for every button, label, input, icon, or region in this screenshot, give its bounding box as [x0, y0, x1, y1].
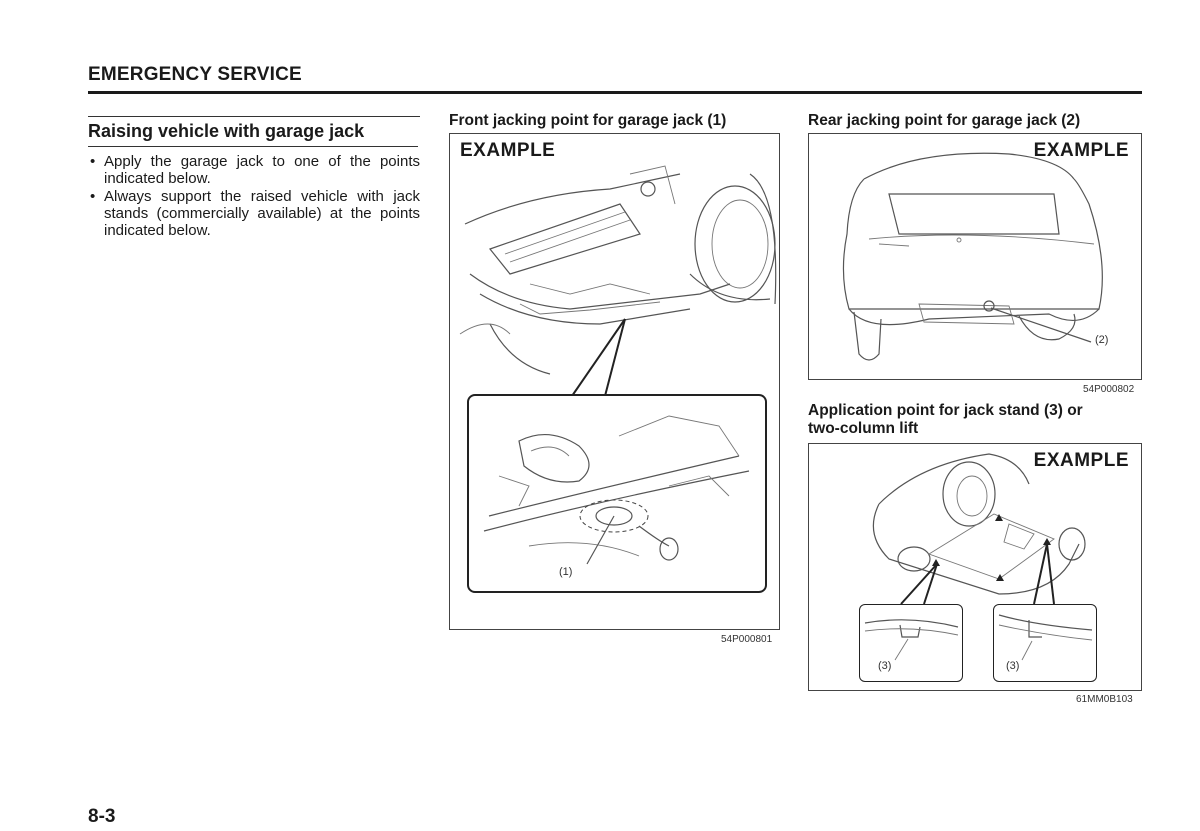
stand-detail-left-illustration [864, 619, 959, 661]
rear-figure: EXAMPLE (2) [808, 133, 1142, 380]
example-label: EXAMPLE [1033, 140, 1129, 161]
example-label: EXAMPLE [1033, 450, 1129, 471]
front-underbody-illustration [459, 165, 777, 397]
header-divider [88, 91, 1142, 94]
rear-figure-title: Rear jacking point for garage jack (2) [808, 112, 1081, 129]
instruction-item: Apply the garage jack to one of the poin… [88, 153, 420, 187]
subsection-title: Raising vehicle with garage jack [88, 117, 418, 147]
stand-figure-code: 61MM0B103 [1076, 694, 1133, 705]
example-label: EXAMPLE [460, 140, 556, 161]
rear-callout-2: (2) [1095, 334, 1109, 346]
stand-callout-left: (3) [878, 660, 892, 672]
stand-figure-title-line: Application point for jack stand (3) or [808, 402, 1083, 419]
front-figure: EXAMPLE [449, 133, 780, 630]
section-title: EMERGENCY SERVICE [88, 64, 302, 85]
front-figure-title: Front jacking point for garage jack (1) [449, 112, 727, 129]
stand-underbody-illustration [872, 453, 1086, 605]
stand-detail-right-illustration [998, 614, 1093, 661]
front-detail-illustration [483, 415, 750, 565]
stand-detail-left: (3) [859, 604, 963, 682]
page-number: 8-3 [88, 806, 116, 827]
stand-callout-right: (3) [1006, 660, 1020, 672]
stand-figure: EXAMPLE (3) (3) [808, 443, 1142, 691]
left-column: Raising vehicle with garage jack Apply t… [88, 116, 420, 240]
front-detail-inset: (1) [467, 394, 767, 593]
stand-detail-right: (3) [993, 604, 1097, 682]
stand-figure-title: Application point for jack stand (3) or … [808, 402, 1083, 438]
instruction-list: Apply the garage jack to one of the poin… [88, 153, 420, 239]
stand-figure-title-line: two-column lift [808, 420, 919, 437]
front-callout-1: (1) [559, 566, 573, 578]
rear-figure-code: 54P000802 [1083, 384, 1135, 395]
instruction-item: Always support the raised vehicle with j… [88, 188, 420, 239]
rear-car-illustration [842, 152, 1103, 361]
front-figure-code: 54P000801 [721, 634, 773, 645]
